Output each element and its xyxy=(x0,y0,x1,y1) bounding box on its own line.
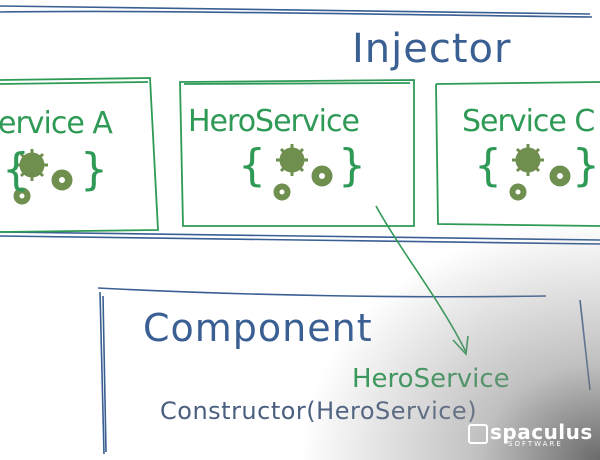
service-a-label: ervice A xyxy=(0,106,113,141)
injector-title: Injector xyxy=(352,26,512,72)
logo-icon xyxy=(468,424,488,444)
heroservice-label: HeroService xyxy=(188,104,360,139)
brace-icon: { xyxy=(238,140,266,191)
injected-service-label: HeroService xyxy=(352,364,510,394)
brace-icon: { xyxy=(2,144,30,195)
gears-icon xyxy=(509,147,571,201)
brand-logo-sub: SOFTWARE xyxy=(508,440,563,448)
constructor-text: Constructor(HeroService) xyxy=(160,397,478,425)
component-title: Component xyxy=(143,306,373,350)
gears-icon xyxy=(273,147,333,201)
brace-icon: } xyxy=(338,140,366,191)
brace-icon: } xyxy=(572,140,600,191)
service-c-label: Service C xyxy=(462,104,595,139)
brace-icon: { xyxy=(474,140,502,191)
arrow-icon xyxy=(375,205,469,356)
brace-icon: } xyxy=(80,144,108,195)
brand-logo: spaculus xyxy=(490,420,593,444)
